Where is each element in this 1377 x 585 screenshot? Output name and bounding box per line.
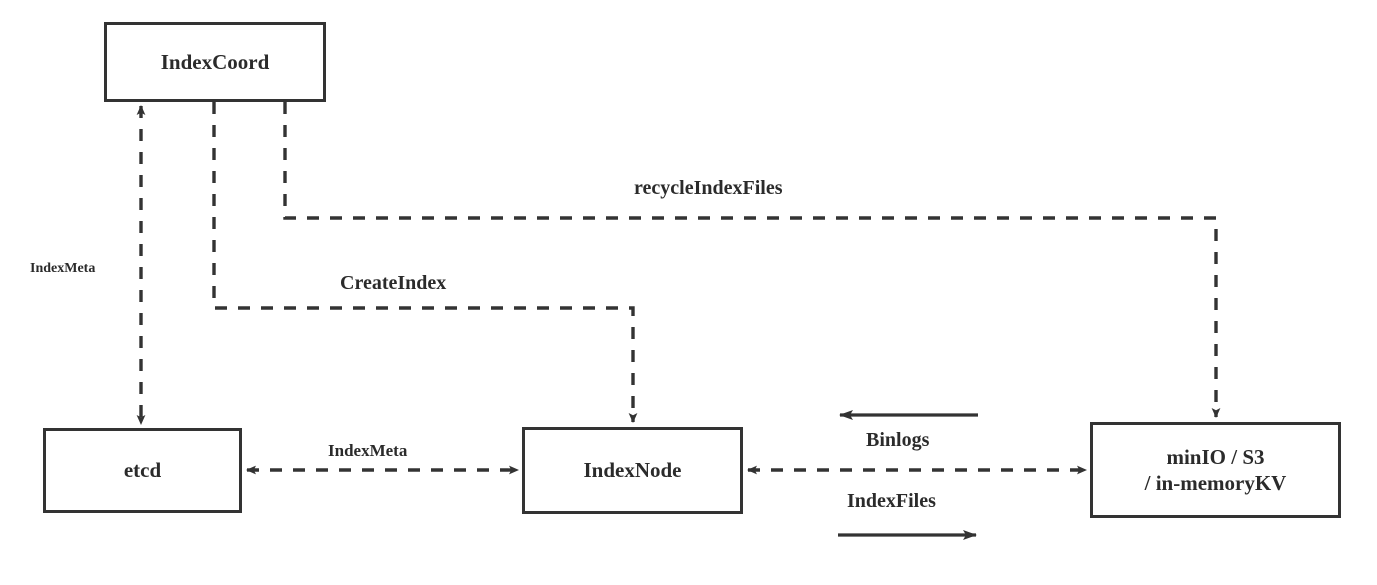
node-index-coord-label: IndexCoord <box>160 49 270 74</box>
edge-label-create-index: CreateIndex <box>340 272 447 294</box>
edge-indexcoord-indexnode <box>212 102 638 423</box>
edge-label-recycle-index-files: recycleIndexFiles <box>634 177 783 199</box>
node-index-node[interactable]: IndexNode <box>522 427 743 514</box>
node-index-node-label: IndexNode <box>583 458 682 483</box>
node-minio-label-line1: minIO / S3 <box>1166 444 1265 469</box>
edge-label-index-meta-left: IndexMeta <box>30 261 96 276</box>
node-etcd-label: etcd <box>123 458 162 483</box>
node-index-coord[interactable]: IndexCoord <box>104 22 326 102</box>
edge-indexcoord-minio <box>283 102 1221 418</box>
node-etcd[interactable]: etcd <box>43 428 242 513</box>
node-minio[interactable]: minIO / S3 / in-memoryKV <box>1090 422 1341 518</box>
edge-label-index-meta-middle: IndexMeta <box>328 441 408 460</box>
edge-label-index-files: IndexFiles <box>847 490 936 512</box>
node-minio-label-line2: / in-memoryKV <box>1144 471 1287 495</box>
edge-label-binlogs: Binlogs <box>866 429 930 451</box>
